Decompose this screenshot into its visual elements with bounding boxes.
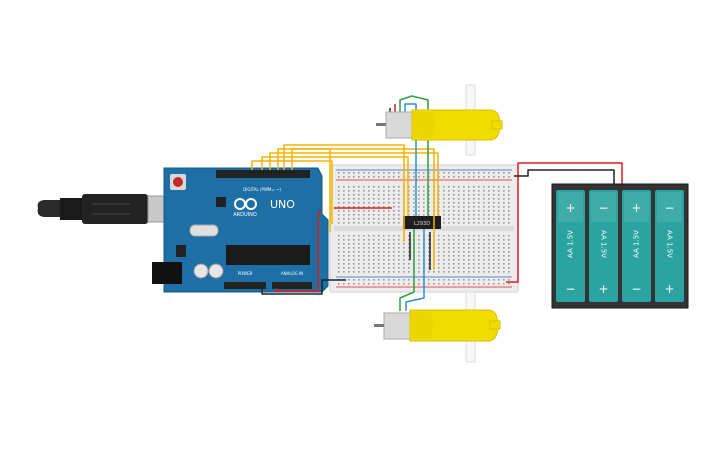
- motor-top[interactable]: [376, 84, 503, 156]
- analog-header: [272, 282, 312, 289]
- power-label: POWER: [238, 271, 253, 276]
- battery-cell-label: AA 1.5V: [600, 230, 608, 258]
- battery-cell-label: AA 1.5V: [633, 230, 641, 258]
- arduino-logo: [234, 198, 257, 210]
- motor-top-can: [385, 111, 413, 139]
- wire-signal-3: [269, 152, 439, 216]
- arduino-brand-label: ARDUINO: [233, 212, 257, 218]
- capacitor-2: [208, 263, 224, 279]
- usb-chip: [216, 197, 226, 207]
- battery-cell-1: + AA 1.5V −: [556, 190, 585, 302]
- digital-label: DIGITAL (PWM= ~): [243, 187, 281, 192]
- arduino-uno[interactable]: DIGITAL (PWM= ~) UNO ARDUINO POWER ANALO…: [152, 167, 329, 293]
- motor-bottom[interactable]: [374, 291, 501, 363]
- power-header: [224, 282, 266, 289]
- wire-power-arduino: [275, 209, 321, 292]
- wire-motor-top-blue: [404, 103, 417, 216]
- battery-terminal-symbol: +: [598, 282, 608, 296]
- battery-pack[interactable]: + AA 1.5V − − AA 1.5V + + AA 1.5V − − AA 1.5V +: [551, 183, 689, 309]
- wire-signal-6: [291, 148, 435, 270]
- atmega-chip: [226, 245, 310, 265]
- wire-signal-5: [283, 144, 405, 242]
- l293d-chip[interactable]: L293D: [403, 216, 441, 229]
- battery-cell-2: − AA 1.5V +: [589, 190, 618, 302]
- battery-terminal-symbol: +: [631, 201, 641, 215]
- wire-motor-bottom-green: [399, 229, 415, 311]
- battery-terminal-symbol: +: [664, 282, 674, 296]
- motor-bottom-can: [383, 312, 411, 340]
- wire-signal-2: [261, 156, 409, 216]
- battery-cell-label: AA 1.5V: [666, 230, 674, 258]
- voltage-regulator: [176, 245, 186, 257]
- wire-motor-bottom-blue: [405, 229, 425, 311]
- wire-battery-negative: [514, 169, 615, 186]
- ic-label: L293D: [414, 221, 430, 227]
- digital-header: [216, 170, 310, 178]
- battery-terminal-symbol: +: [565, 201, 575, 215]
- usb-plug-body: [82, 194, 148, 224]
- battery-terminal-symbol: −: [598, 201, 608, 215]
- battery-cell-3: + AA 1.5V −: [622, 190, 651, 302]
- crystal: [189, 224, 219, 237]
- wire-motor-top-green: [399, 95, 429, 216]
- wire-battery-positive: [506, 162, 623, 283]
- battery-terminal-symbol: −: [565, 282, 575, 296]
- wire-ground-arduino: [261, 279, 346, 295]
- uno-label: UNO: [270, 198, 295, 211]
- battery-cell-label: AA 1.5V: [567, 230, 575, 258]
- power-jack: [152, 262, 182, 284]
- battery-terminal-symbol: −: [664, 201, 674, 215]
- battery-terminal-symbol: −: [631, 282, 641, 296]
- battery-cell-4: − AA 1.5V +: [655, 190, 684, 302]
- battery-cells: + AA 1.5V − − AA 1.5V + + AA 1.5V − − AA 1.5V +: [556, 190, 684, 302]
- capacitor-1: [193, 263, 209, 279]
- analog-label: ANALOG IN: [281, 271, 303, 276]
- wires: [251, 95, 623, 311]
